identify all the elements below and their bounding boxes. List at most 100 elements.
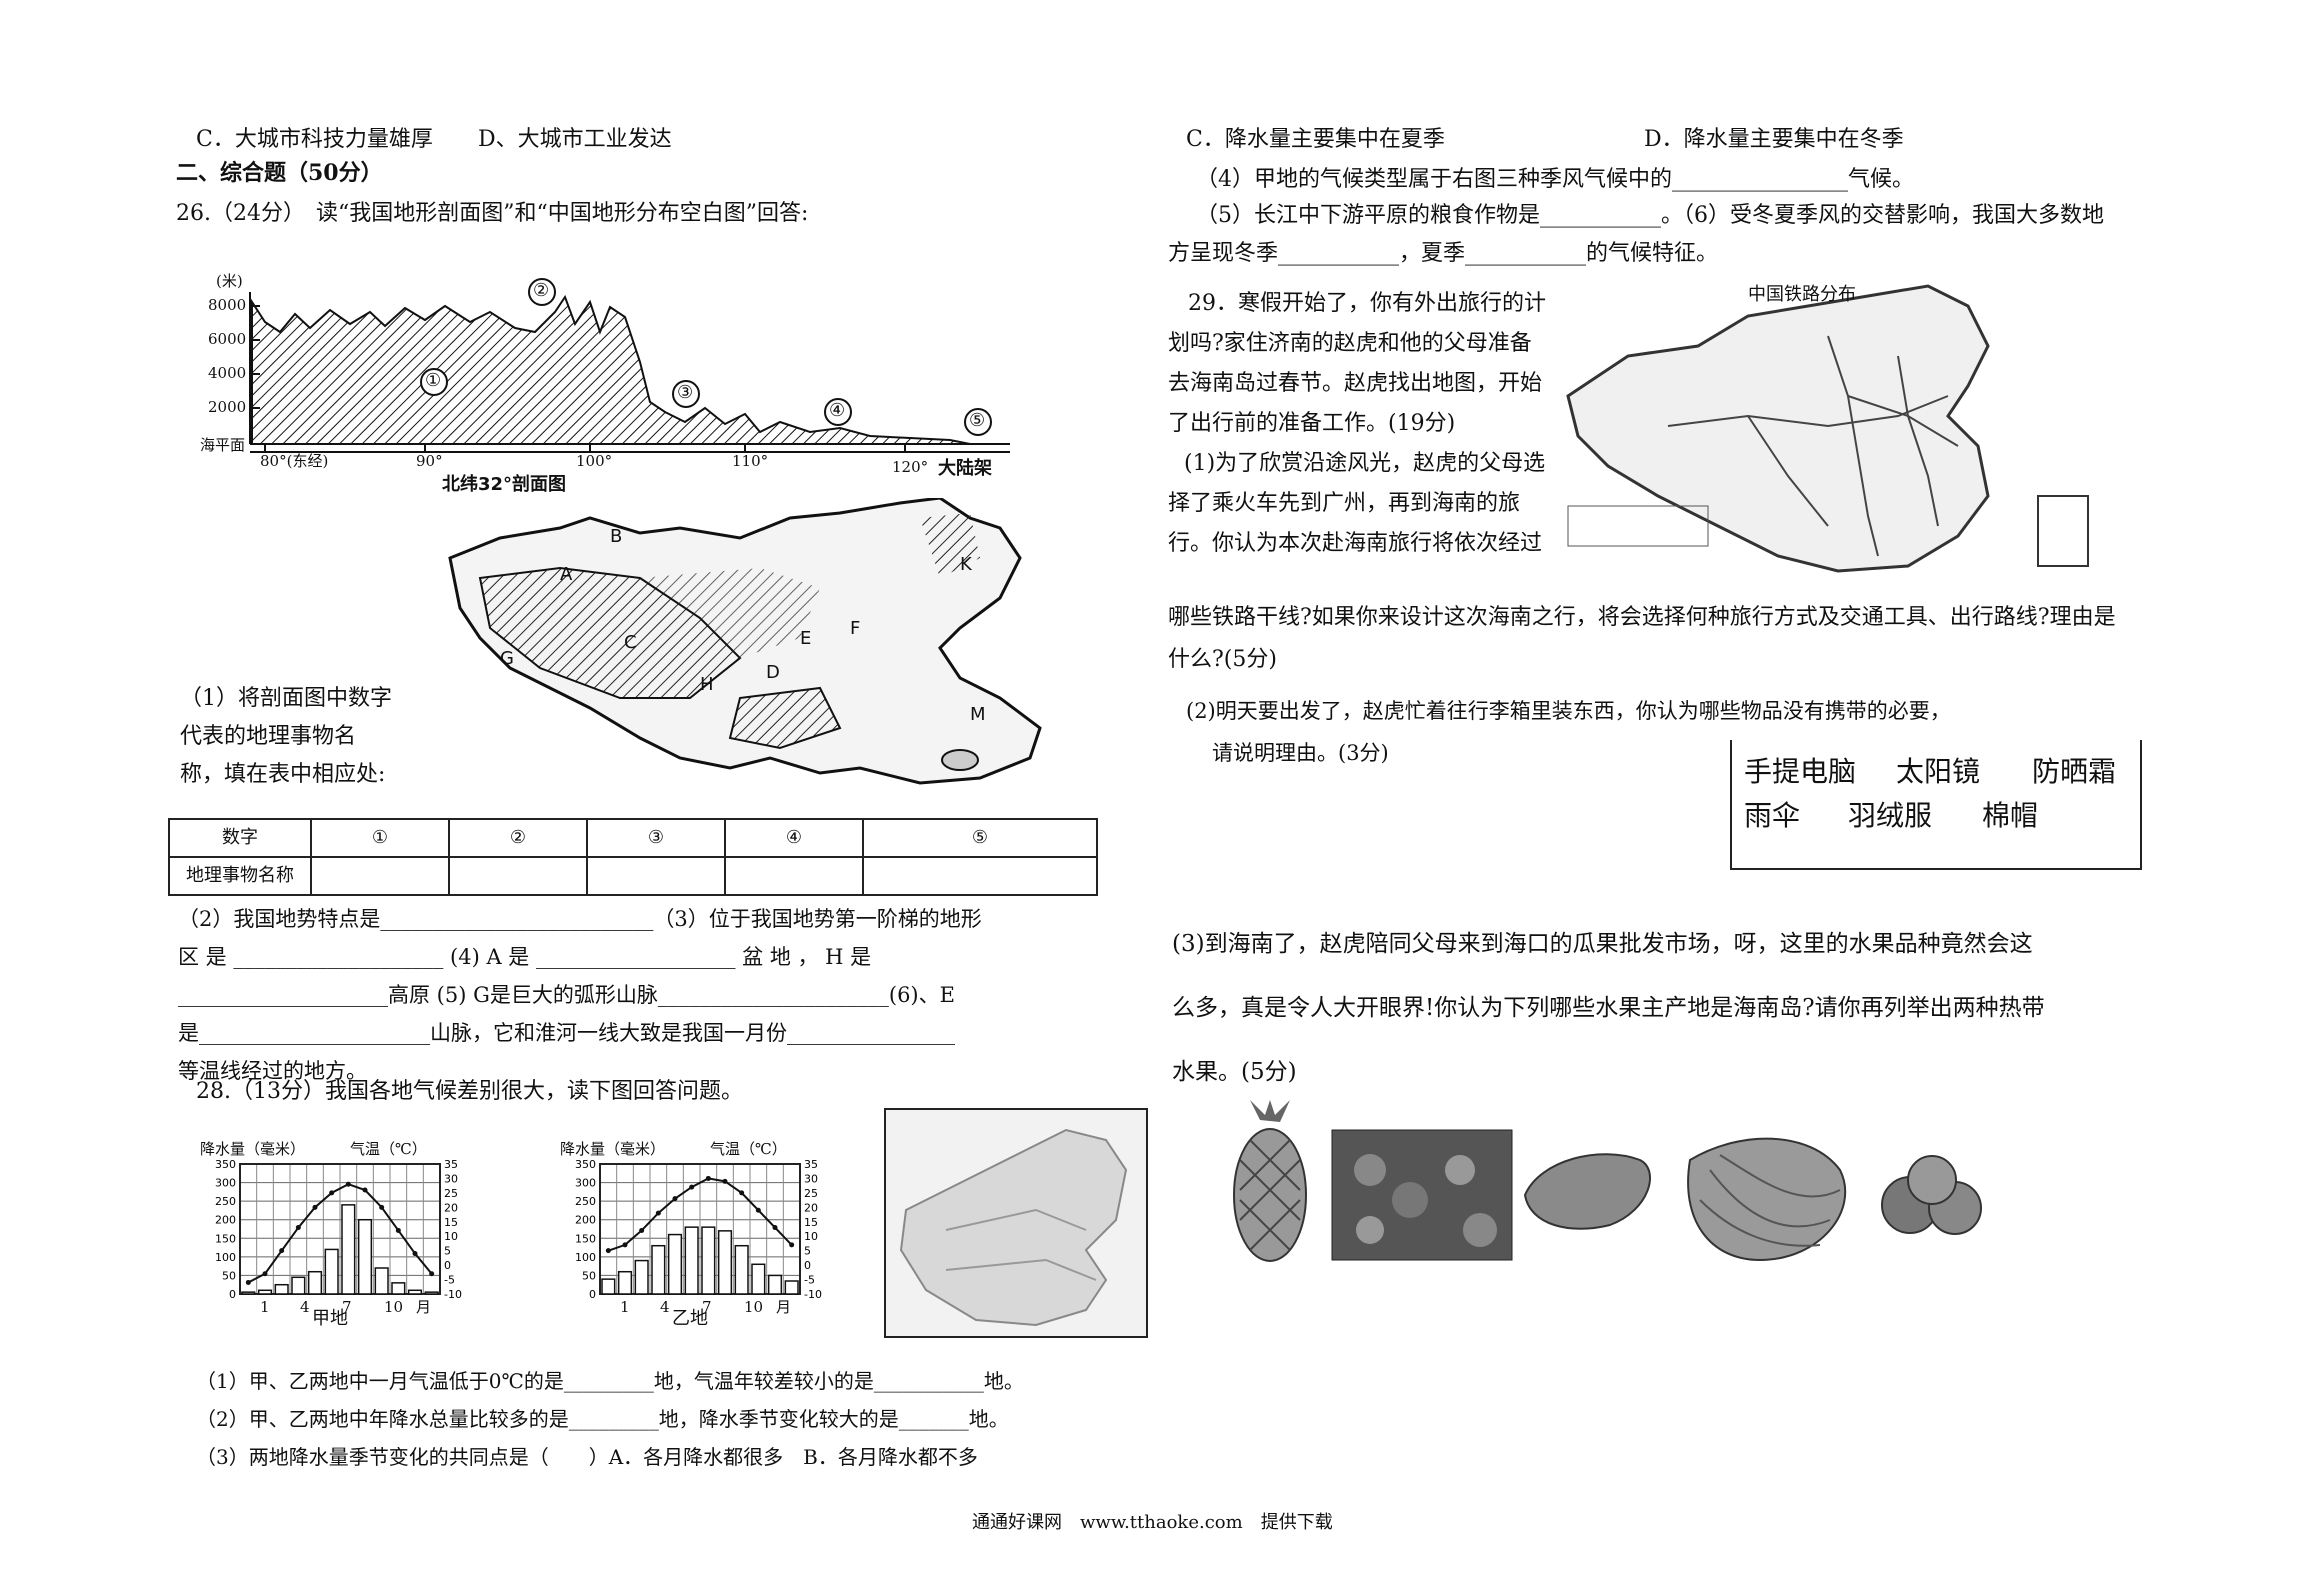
- map-letter: B: [610, 526, 623, 547]
- question-29-3: (3)到海南了，赵虎陪同父母来到海口的瓜果批发市场，呀，这里的水果品种竟然会这 …: [1172, 912, 2045, 1104]
- table-answer-cell[interactable]: [724, 856, 864, 896]
- right-tick-label: 20: [804, 1201, 818, 1214]
- precip-bar: [424, 1291, 439, 1295]
- banana-image: [1687, 1137, 1847, 1262]
- fruit-images-svg: [1233, 1100, 1982, 1262]
- chart-a-month-tick: 7: [342, 1298, 352, 1316]
- chart-b-month-tick: 4: [660, 1298, 670, 1316]
- temperature-point: [789, 1242, 795, 1248]
- option-d-top: D、大城市工业发达: [478, 127, 672, 152]
- question-line: 水果。(5分): [1172, 1059, 1297, 1085]
- temperature-point: [755, 1207, 761, 1213]
- left-tick-label: 50: [222, 1269, 236, 1282]
- left-tick-label: 50: [582, 1269, 596, 1282]
- profile-shelf-label: 大陆架: [938, 458, 992, 479]
- precip-bar: [651, 1244, 666, 1295]
- item-laptop: 手提电脑: [1744, 755, 1857, 788]
- left-tick-label: 200: [215, 1214, 236, 1227]
- option-c: C．降水量主要集中在夏季: [1186, 127, 1445, 152]
- question-28-5-line1: （5）长江中下游平原的粮食作物是___________。（6）受冬夏季风的交替影…: [1196, 203, 2104, 228]
- precip-bar: [374, 1267, 389, 1295]
- right-tick-label: 30: [804, 1172, 818, 1185]
- question-26-2-to-6: （2）我国地势特点是__________________________（3）位…: [178, 900, 982, 1090]
- terrain-profile-svg: [249, 278, 1010, 453]
- table-head-name: 地理事物名称: [168, 856, 312, 896]
- question-line: ____________________高原 (5) G是巨大的弧形山脉____…: [178, 983, 955, 1007]
- right-tick-label: 15: [444, 1216, 458, 1229]
- question-26-1-line: （1）将剖面图中数字: [180, 686, 392, 711]
- right-tick-label: 15: [804, 1216, 818, 1229]
- temperature-point: [429, 1271, 435, 1277]
- left-tick-label: 250: [575, 1195, 596, 1208]
- question-line: 是______________________山脉，它和淮河一线大致是我国一月份…: [178, 1021, 955, 1045]
- left-tick-label: 100: [215, 1251, 236, 1264]
- temperature-point: [605, 1248, 611, 1254]
- table-answer-cell[interactable]: [586, 856, 726, 896]
- temperature-point: [312, 1204, 318, 1210]
- terrain-profile-shape: [251, 294, 971, 445]
- profile-y-tick: 4000: [208, 364, 247, 382]
- profile-marker: ①: [425, 370, 442, 391]
- chart-b-month-tick: 10: [744, 1298, 764, 1316]
- table-answer-cell[interactable]: [310, 856, 450, 896]
- precip-bar: [634, 1259, 649, 1295]
- temperature-point: [245, 1279, 251, 1285]
- precip-bar: [357, 1218, 373, 1295]
- precip-bar: [601, 1278, 616, 1295]
- precip-bar: [617, 1270, 633, 1295]
- profile-y-tick: 8000: [208, 296, 247, 314]
- right-tick-label: 35: [804, 1158, 818, 1171]
- right-tick-label: 20: [444, 1201, 458, 1214]
- question-29-2a: (2)明天要出发了，赵虎忙着往行李箱里装东西，你认为哪些物品没有携带的必要，: [1186, 699, 1951, 723]
- map-letter: A: [560, 564, 573, 585]
- question-line: 区 是 ____________________ (4) A 是 _______…: [178, 945, 872, 969]
- right-tick-label: 5: [444, 1245, 451, 1258]
- question-line: （2）我国地势特点是__________________________（3）位…: [178, 907, 982, 931]
- left-tick-label: 250: [215, 1195, 236, 1208]
- profile-x-tick: 80°(东经): [260, 452, 329, 470]
- temperature-point: [622, 1242, 628, 1248]
- profile-x-tick: 110°: [732, 452, 769, 470]
- pineapple-image: [1233, 1100, 1307, 1262]
- question-line: 等温线经过的地方。: [178, 1059, 367, 1083]
- profile-marker: ②: [533, 280, 550, 301]
- right-tick-label: 35: [444, 1158, 458, 1171]
- temperature-point: [412, 1251, 418, 1257]
- precip-bar: [717, 1230, 733, 1295]
- right-tick-label: 5: [804, 1245, 811, 1258]
- left-tick-label: 350: [215, 1158, 236, 1171]
- chart-a-month-tick: 4: [300, 1298, 310, 1316]
- profile-caption: 北纬32°剖面图: [442, 474, 567, 495]
- precip-bar: [241, 1291, 256, 1295]
- chart-b-month-tick: 7: [702, 1298, 712, 1316]
- question-28-parts: （1）甲、乙两地中一月气温低于0℃的是_________地，气温年较差较小的是_…: [196, 1362, 1024, 1476]
- left-tick-label: 150: [575, 1232, 596, 1245]
- question-line: (1)为了欣赏沿途风光，赵虎的父母选: [1184, 451, 1546, 476]
- plot-frame: [599, 1163, 801, 1295]
- question-29-2b: 请说明理由。(3分): [1212, 741, 1389, 765]
- table-cell-number: ⑤: [862, 818, 1098, 858]
- precip-bar: [291, 1276, 306, 1295]
- table-answer-cell[interactable]: [862, 856, 1098, 896]
- temperature-point: [705, 1175, 711, 1181]
- question-line: 29．寒假开始了，你有外出旅行的计: [1188, 291, 1546, 316]
- right-tick-label: 0: [444, 1259, 451, 1272]
- fruit-images: [1220, 1100, 2020, 1270]
- chart-b-month-tick: 月: [776, 1298, 792, 1316]
- railway-map-title: 中国铁路分布: [1748, 284, 1856, 305]
- chart-a-month-tick: 月: [416, 1298, 432, 1316]
- precip-bar: [667, 1233, 683, 1295]
- chart-b-month-tick: 1: [620, 1298, 630, 1316]
- profile-x-tick: 100°: [576, 452, 613, 470]
- map-letter: G: [500, 648, 514, 669]
- lychee-image: [1331, 1129, 1513, 1261]
- table-answer-cell[interactable]: [448, 856, 588, 896]
- item-sunglasses: 太阳镜: [1896, 755, 1981, 788]
- precip-bar: [307, 1270, 323, 1295]
- map-letter: F: [850, 618, 861, 639]
- precip-bar: [784, 1280, 799, 1295]
- precip-bar: [341, 1204, 356, 1295]
